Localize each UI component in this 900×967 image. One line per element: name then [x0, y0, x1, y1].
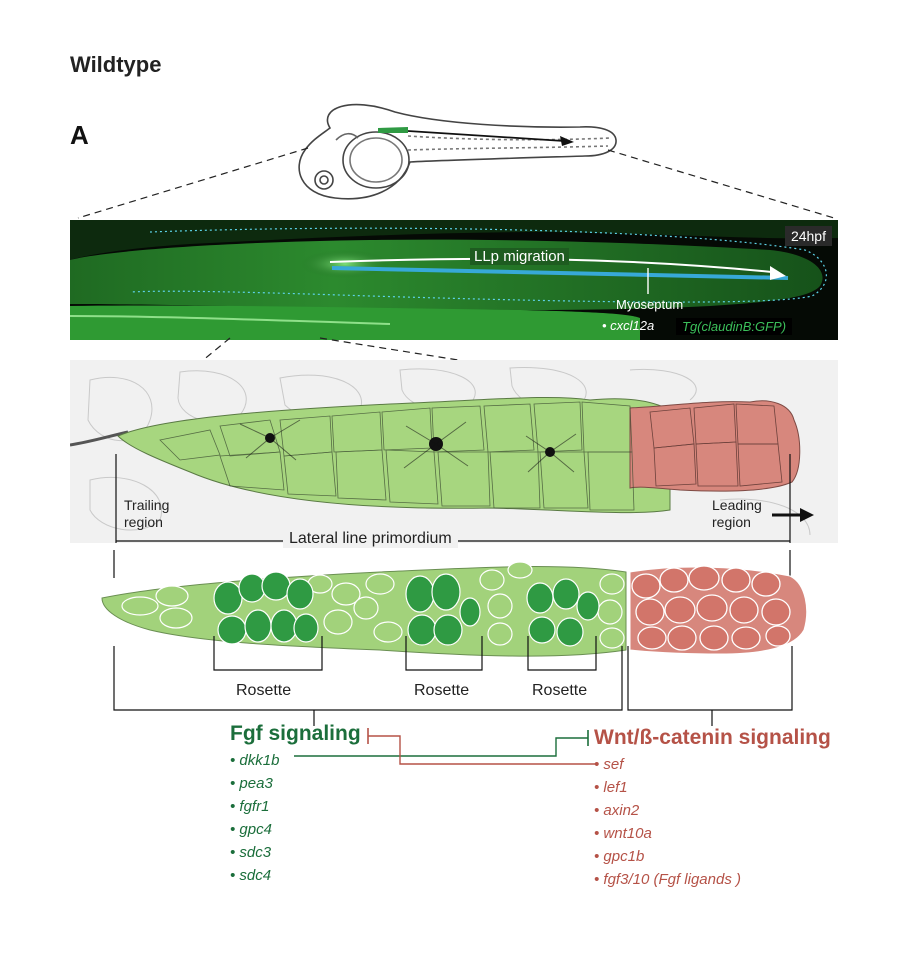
microscopy-panel: 24hpf LLp migration Myoseptum • cxcl12a … — [70, 220, 838, 340]
gfp-image — [70, 220, 838, 340]
rosette-label-3: Rosette — [532, 682, 588, 699]
fgf-gene-list: • dkk1b • pea3 • fgfr1 • gpc4 • sdc3 • s… — [230, 749, 279, 887]
leading-region-label: Leading region — [712, 497, 762, 530]
fgf-inhibits-wnt — [294, 737, 588, 757]
embryo-illustration — [77, 103, 835, 219]
embryo-arrowhead — [560, 136, 574, 146]
fgf-gene: • sdc4 — [230, 867, 272, 884]
fgf-gene: • fgfr1 — [230, 798, 270, 815]
schematic-rosette-2 — [405, 573, 481, 646]
embryo-outline — [298, 103, 617, 200]
zoom-line-left — [77, 147, 309, 219]
myoseptum-label: Myoseptum — [616, 297, 684, 312]
wnt-gene: • gpc1b — [594, 848, 645, 865]
primordium-image — [70, 367, 814, 543]
wnt-gene: • wnt10a — [594, 825, 652, 842]
zoom-line-right — [607, 149, 835, 219]
wnt-gene: • lef1 — [594, 779, 628, 796]
primordium-name-label: Lateral line primordium — [283, 530, 458, 548]
primordium-schematic — [101, 550, 808, 726]
figure-heading: Wildtype — [70, 52, 162, 77]
primordium-image-panel: Trailing region Leading region — [70, 360, 838, 543]
migration-label: LLp migration — [470, 248, 569, 265]
embryo-primordium-mark — [378, 127, 408, 133]
fgf-gene: • pea3 — [230, 775, 273, 792]
rosette-label-2: Rosette — [414, 682, 470, 699]
rosette-label-1: Rosette — [236, 682, 292, 699]
trailing-region-label: Trailing region — [124, 497, 170, 530]
fgf-signaling-title: Fgf signaling — [230, 722, 361, 745]
wnt-gene-list: • sef • lef1 • axin2 • wnt10a • gpc1b • … — [594, 753, 741, 891]
myoseptum-line — [331, 266, 789, 280]
fgf-gene: • sdc3 — [230, 844, 272, 861]
fgf-gene: • gpc4 — [230, 821, 272, 838]
embryo-migration-arrow — [407, 130, 565, 142]
fgf-gene: • dkk1b — [230, 752, 280, 769]
wnt-gene: • axin2 — [594, 802, 640, 819]
cxcl12a-label: • cxcl12a — [602, 318, 655, 333]
panel-letter: A — [70, 120, 89, 150]
transgene-label: Tg(claudinB:GFP) — [676, 318, 793, 335]
schematic-rosette-1 — [213, 571, 319, 645]
timepoint-label: 24hpf — [784, 226, 832, 246]
schematic-rosette-3 — [526, 578, 600, 647]
signaling-interaction — [294, 728, 596, 765]
migration-arrowhead — [770, 266, 786, 280]
wnt-gene: • sef — [594, 756, 624, 773]
wnt-signaling-title: Wnt/ß-catenin signaling — [594, 726, 831, 749]
primordium-leading-body — [629, 400, 801, 492]
wnt-gene: • fgf3/10 (Fgf ligands ) — [594, 871, 741, 888]
wnt-inhibits-fgf — [368, 735, 596, 765]
